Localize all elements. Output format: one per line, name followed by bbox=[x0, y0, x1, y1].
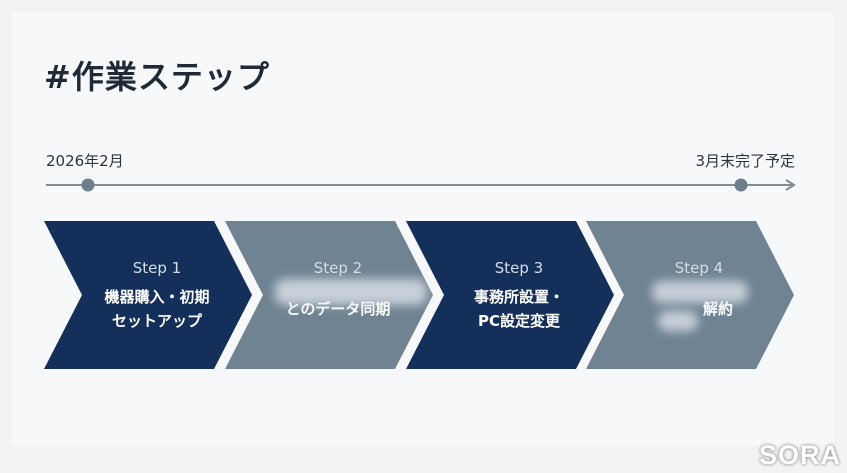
step-3: Step 3 事務所設置・ PC設定変更 bbox=[406, 221, 616, 369]
timeline-end-dot bbox=[734, 178, 748, 192]
step-4: Step 4 解約 bbox=[586, 221, 796, 369]
step-1-title: 機器購入・初期 セットアップ bbox=[104, 288, 210, 330]
step-1-text: Step 1 機器購入・初期 セットアップ bbox=[82, 259, 232, 333]
page-title: #作業ステップ bbox=[44, 58, 270, 96]
step-2: Step 2 とのデータ同期 bbox=[225, 221, 435, 369]
timeline-start-dot bbox=[81, 178, 95, 192]
timeline-end-label: 3月末完了予定 bbox=[695, 152, 795, 170]
step-3-chevron bbox=[406, 221, 614, 369]
step-4-redaction-1 bbox=[652, 281, 748, 303]
step-1: Step 1 機器購入・初期 セットアップ bbox=[44, 221, 254, 369]
timeline bbox=[46, 178, 796, 192]
timeline-start-label: 2026年2月 bbox=[46, 152, 124, 170]
timeline-arrowhead bbox=[785, 179, 796, 191]
steps: Step 1 機器購入・初期 セットアップ Step 2 とのデータ同期 Ste… bbox=[44, 221, 796, 369]
step-2-label: Step 2 bbox=[313, 259, 363, 277]
step-4-redaction-2 bbox=[658, 311, 698, 331]
step-4-title: 解約 bbox=[702, 300, 733, 318]
step-4-label: Step 4 bbox=[674, 259, 724, 277]
step-3-text: Step 3 事務所設置・ PC設定変更 bbox=[444, 259, 594, 333]
step-4-text: Step 4 解約 bbox=[624, 259, 774, 321]
step-1-label: Step 1 bbox=[132, 259, 182, 277]
sora-watermark: SORA bbox=[758, 440, 841, 470]
step-2-redaction bbox=[275, 279, 427, 305]
step-3-title: 事務所設置・ PC設定変更 bbox=[473, 288, 564, 330]
step-1-chevron bbox=[44, 221, 252, 369]
step-3-label: Step 3 bbox=[494, 259, 544, 277]
